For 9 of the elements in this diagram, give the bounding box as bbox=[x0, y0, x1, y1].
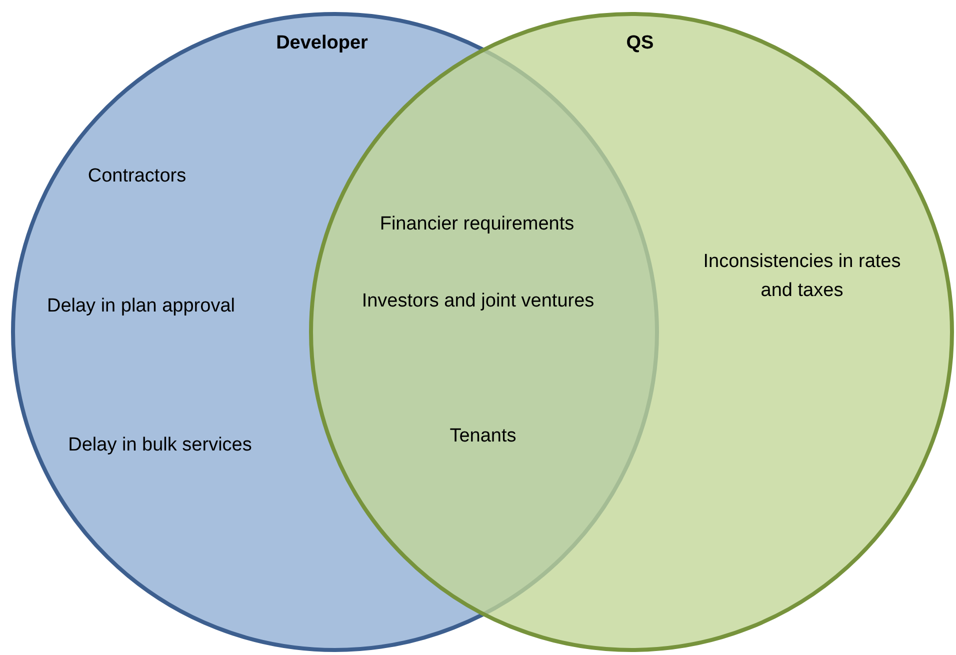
set-item: Inconsistencies in rates and taxes bbox=[702, 250, 902, 303]
set-item: Delay in plan approval bbox=[46, 294, 236, 318]
set-item: Delay in bulk services bbox=[67, 434, 253, 458]
overlap-item: Investors and joint ventures bbox=[360, 290, 596, 314]
set-title: QS bbox=[625, 32, 655, 56]
overlap-item: Tenants bbox=[448, 424, 518, 448]
overlap-item: Financier requirements bbox=[378, 212, 576, 236]
set-item: Contractors bbox=[86, 164, 188, 188]
set-title: Developer bbox=[275, 32, 369, 56]
